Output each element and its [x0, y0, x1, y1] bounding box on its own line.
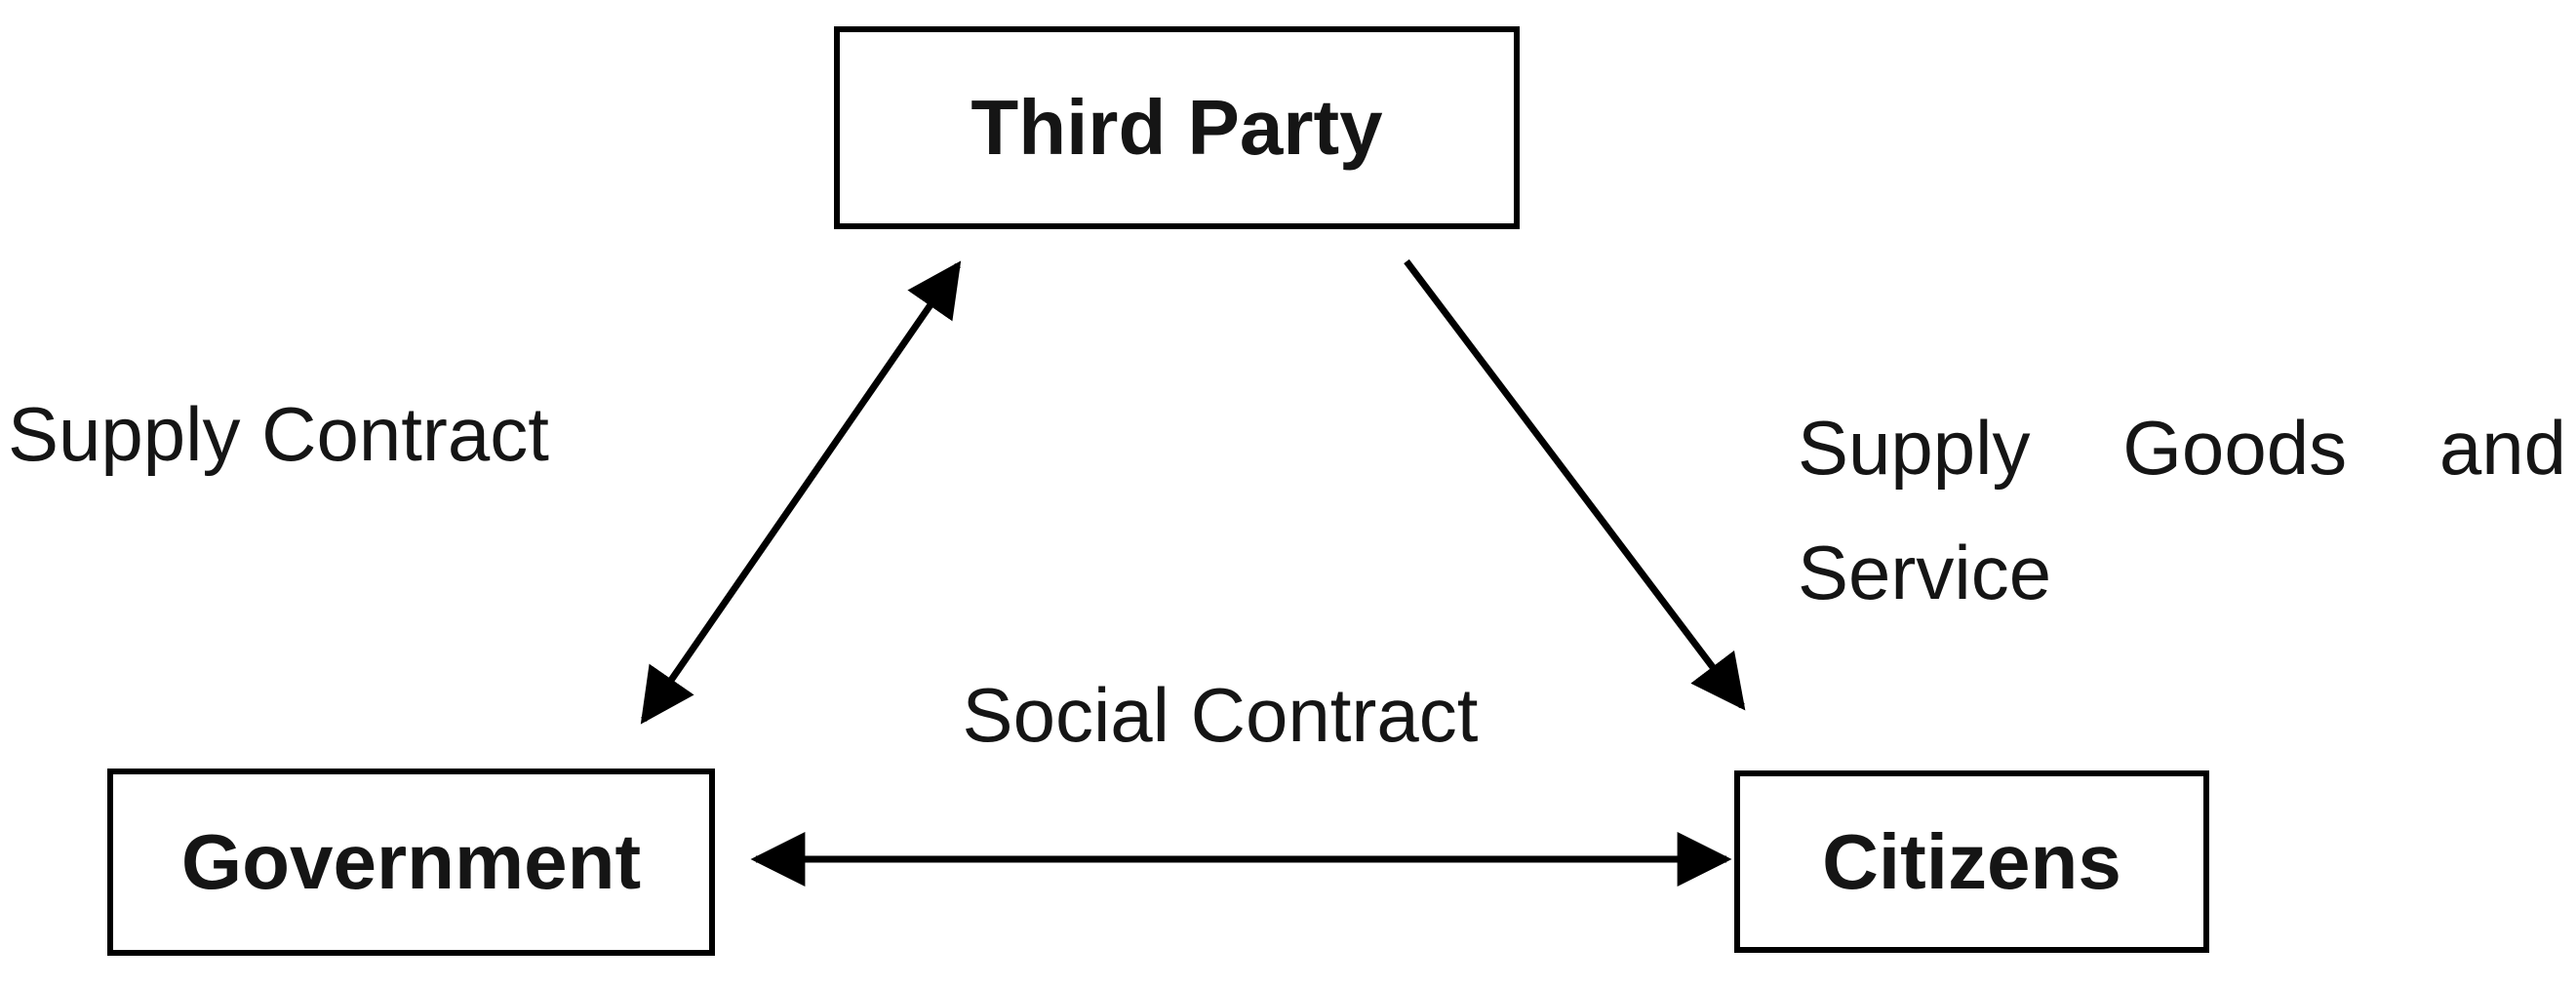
supply-goods-word-3: and — [2438, 405, 2566, 491]
node-third-party-label: Third Party — [971, 84, 1383, 171]
node-government-label: Government — [180, 818, 642, 905]
supply-goods-word-1: Supply — [1798, 405, 2031, 491]
node-third-party: Third Party — [834, 26, 1520, 229]
supply-goods-service-label-line1: Supply Goods and — [1798, 410, 2566, 486]
supply-goods-word-2: Goods — [2122, 405, 2348, 491]
node-government: Government — [107, 769, 715, 956]
supply-contract-label: Supply Contract — [8, 391, 549, 477]
supply-goods-service-arrow — [1404, 258, 1746, 711]
node-citizens: Citizens — [1734, 770, 2209, 953]
supply-contract-arrow — [640, 260, 962, 725]
node-citizens-label: Citizens — [1822, 817, 2121, 905]
supply-goods-service-label: Supply Goods and Service — [1798, 410, 2566, 611]
supply-goods-service-label-line2: Service — [1798, 530, 2052, 615]
social-contract-label: Social Contract — [962, 672, 1479, 758]
